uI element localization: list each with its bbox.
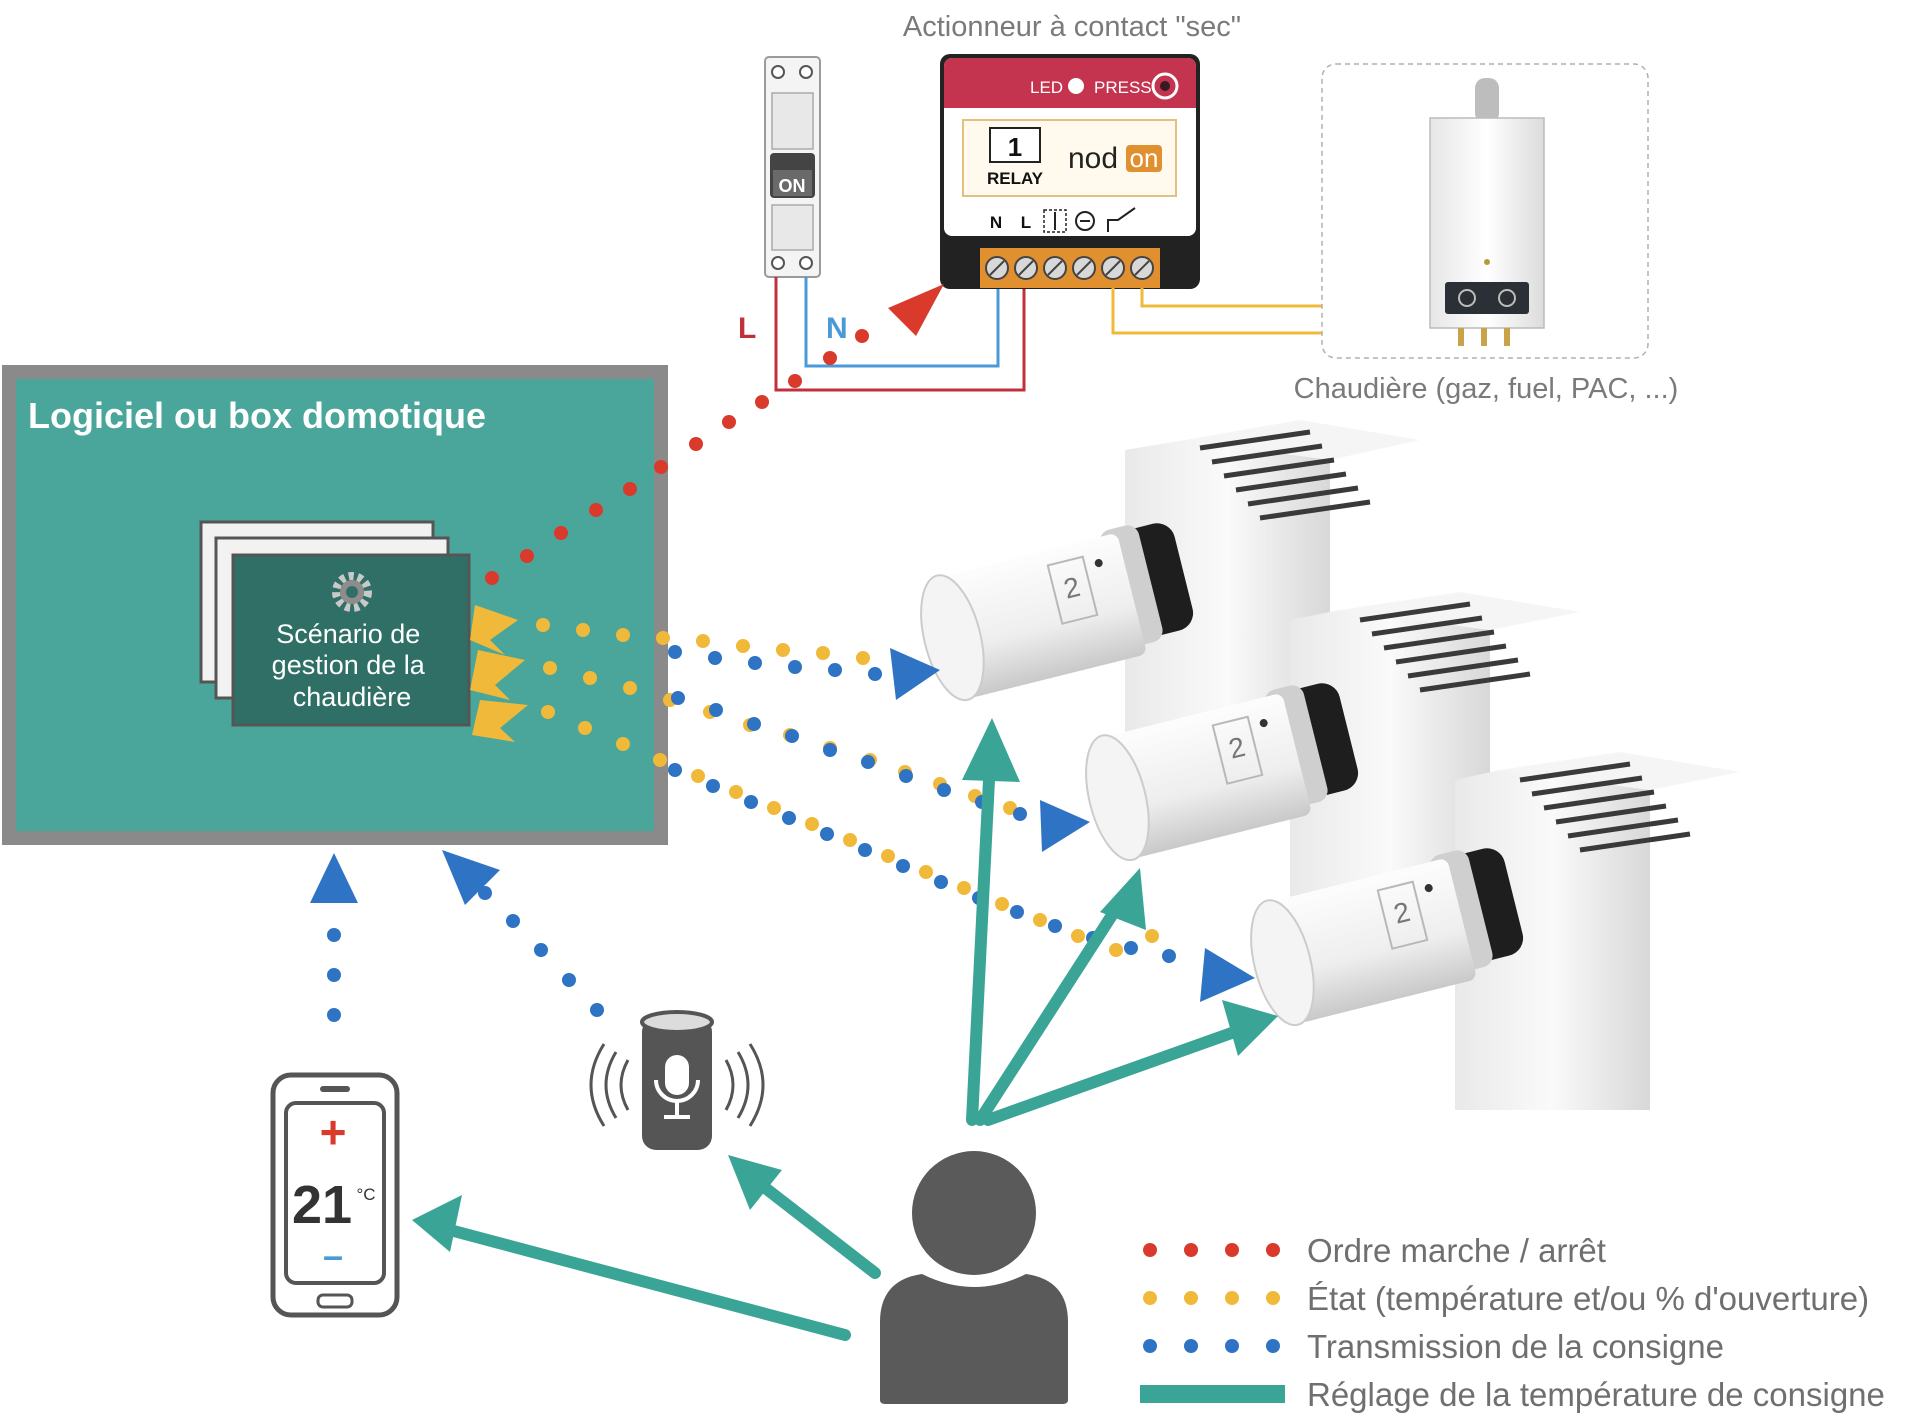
legend-swatch-dot — [1143, 1243, 1157, 1257]
legend-swatch-dot — [1266, 1339, 1280, 1353]
smartphone-icon — [270, 1072, 400, 1318]
legend-item-3: Transmission de la consigne — [1143, 1328, 1724, 1365]
scenario-card-stack — [199, 520, 471, 727]
mains-wiring: L N — [738, 277, 1026, 392]
svg-text:2: 2 — [1061, 571, 1084, 605]
legend-swatch-dot — [1225, 1291, 1239, 1305]
terminal-n-label: N — [990, 213, 1002, 232]
signal-blue-setpoint-3 — [668, 763, 1255, 1002]
legend-swatch-dot — [1143, 1339, 1157, 1353]
brand-logo-nod: nod — [1068, 142, 1118, 175]
legend-swatch-dot — [1266, 1243, 1280, 1257]
legend-swatch-dot — [1184, 1291, 1198, 1305]
scenario-label: Scénario de gestion de la chaudière — [272, 619, 433, 712]
legend-item-2: État (température et/ou % d'ouverture) — [1143, 1280, 1869, 1317]
led-label: LED — [1030, 78, 1063, 97]
terminal-screws — [985, 256, 1154, 280]
boiler-icon — [1321, 63, 1649, 359]
box-title: Logiciel ou box domotique — [28, 395, 486, 436]
scenario-line-3: chaudière — [293, 682, 412, 712]
press-label: PRESS — [1094, 78, 1152, 97]
legend-swatch-dot — [1143, 1291, 1157, 1305]
neutral-wire-label: N — [826, 312, 848, 345]
legend-swatch-dot — [1184, 1243, 1198, 1257]
teal-arrows — [444, 754, 1246, 1341]
phone-temperature: 21 — [292, 1175, 352, 1235]
phone-plus-button: + — [320, 1106, 347, 1158]
boiler-caption: Chaudière (gaz, fuel, PAC, ...) — [1294, 373, 1679, 405]
signal-yellow-state-3 — [541, 705, 1159, 957]
legend-label: Réglage de la température de consigne — [1307, 1376, 1885, 1413]
phone-temperature-unit: °C — [356, 1185, 375, 1204]
scenario-line-1: Scénario de — [276, 619, 420, 649]
circuit-breaker-icon: ON — [764, 56, 821, 278]
boiler-wiring — [1111, 288, 1323, 335]
legend-item-1: Ordre marche / arrêt — [1143, 1232, 1606, 1269]
svg-text:2: 2 — [1226, 731, 1249, 765]
signal-blue-speaker-to-box — [442, 850, 604, 1017]
gear-icon — [332, 572, 372, 612]
signal-blue-setpoint-2 — [671, 691, 1090, 852]
svg-text:2: 2 — [1391, 896, 1414, 930]
signal-blue-phone-to-box — [310, 853, 358, 1022]
sound-waves-icon — [589, 1043, 765, 1127]
phone-minus-button: – — [323, 1235, 343, 1276]
legend-swatch-line — [1140, 1385, 1285, 1403]
dry-contact-icon — [1107, 207, 1136, 232]
legend-swatch-dot — [1225, 1339, 1239, 1353]
legend-swatch-dot — [1184, 1339, 1198, 1353]
legend-swatch-dot — [1266, 1291, 1280, 1305]
relay-label: RELAY — [987, 169, 1044, 188]
scenario-line-2: gestion de la — [272, 650, 426, 680]
microphone-icon — [654, 1055, 700, 1119]
legend-item-4: Réglage de la température de consigne — [1140, 1376, 1885, 1413]
legend-swatch-dot — [1225, 1243, 1239, 1257]
actuator-caption: Actionneur à contact "sec" — [903, 11, 1241, 43]
radiator-icon-3 — [1455, 752, 1740, 1110]
live-wire-label: L — [738, 312, 756, 345]
switch-input-icon — [1043, 209, 1067, 233]
minus-terminal-icon — [1075, 211, 1095, 231]
channel-number: 1 — [1008, 132, 1022, 162]
thermostatic-valve-icon-2: 2 — [1085, 683, 1359, 862]
legend-label: Ordre marche / arrêt — [1307, 1232, 1606, 1269]
breaker-on-label: ON — [779, 176, 806, 196]
legend-label: Transmission de la consigne — [1307, 1328, 1724, 1365]
signal-red-box-to-actuator — [485, 284, 944, 585]
person-icon — [880, 1151, 1068, 1404]
signal-yellow-state-1 — [536, 618, 870, 665]
terminal-l-label: L — [1021, 213, 1031, 232]
brand-logo-on: on — [1130, 143, 1159, 173]
thermostatic-valve-icon-1: 2 — [920, 523, 1194, 702]
relay-module-icon: LED PRESS 1 RELAY nod on N L — [940, 54, 1200, 289]
thermostatic-valve-icon-3: 2 — [1250, 848, 1524, 1027]
smart-speaker-icon — [589, 1010, 765, 1150]
teal-arrowheads — [412, 718, 1278, 1252]
signal-blue-setpoint-1 — [668, 645, 940, 700]
legend-label: État (température et/ou % d'ouverture) — [1307, 1280, 1869, 1317]
state-arrowheads — [470, 605, 528, 742]
